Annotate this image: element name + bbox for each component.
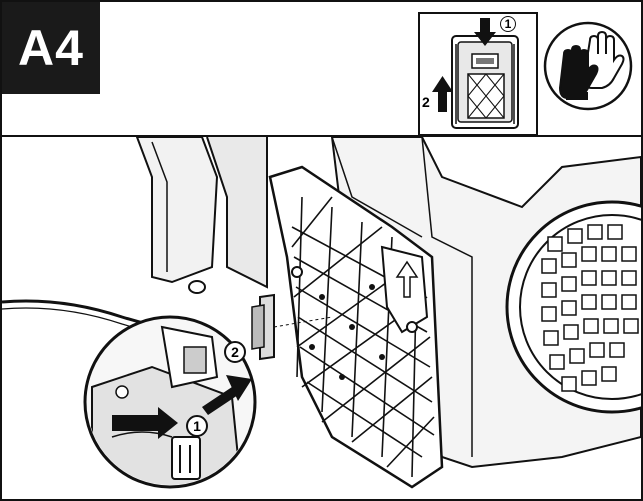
panel-header: A4 <box>2 2 641 137</box>
mini-diagram: 1 2 <box>418 12 538 136</box>
arrow-up-right-icon <box>202 375 252 415</box>
main-callout-2: 2 <box>224 341 246 363</box>
main-callout-1: 1 <box>186 415 208 437</box>
arrow-right-icon <box>112 407 178 439</box>
step-label: A4 <box>2 2 100 94</box>
mini-diagram-drawing <box>432 18 519 129</box>
gloves-icon <box>543 21 633 111</box>
main-illustration: 1 2 <box>2 136 641 499</box>
mini-callout-2: 2 <box>422 94 430 110</box>
mini-callout-1: 1 <box>500 16 516 32</box>
arrow-up-icon <box>432 76 453 112</box>
appliance-drawing <box>2 136 641 489</box>
arrow-down-icon <box>474 18 496 46</box>
